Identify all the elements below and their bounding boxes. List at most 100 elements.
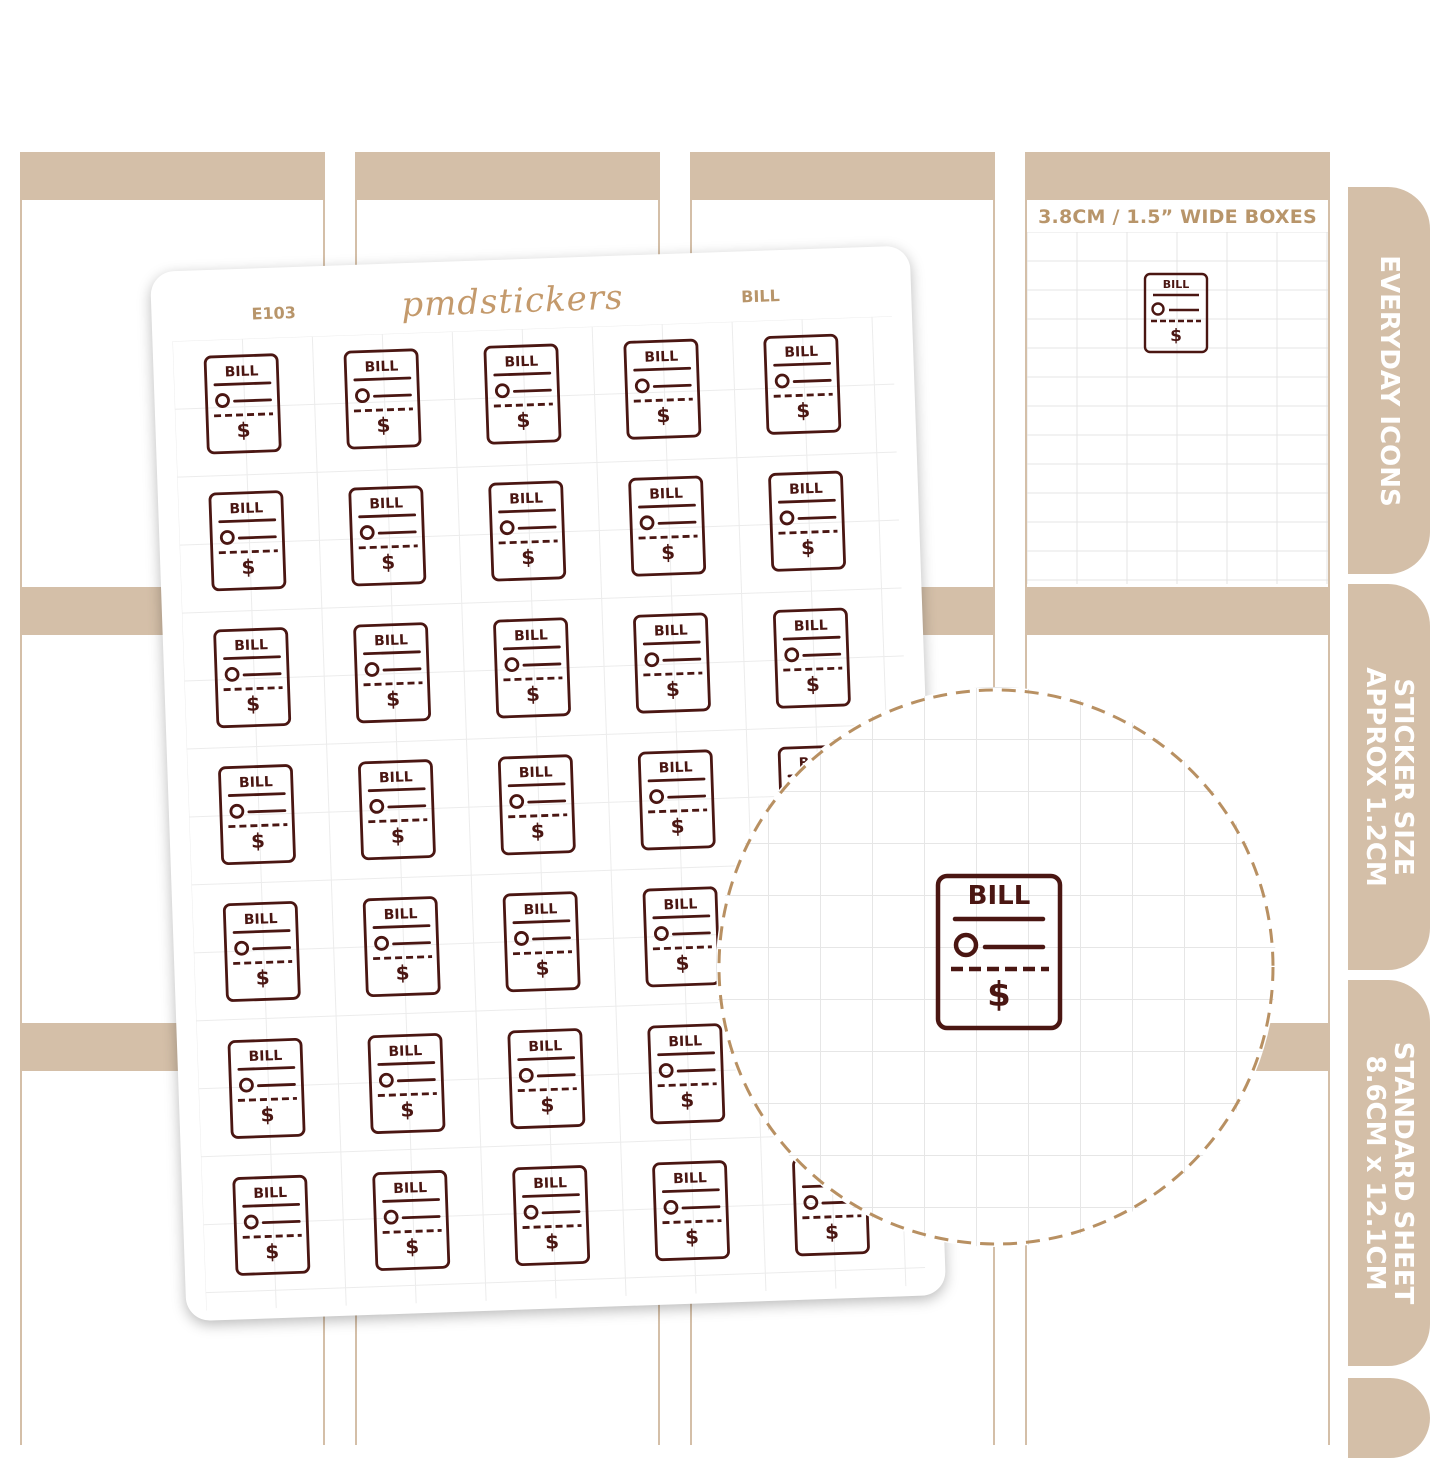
bill-sticker-symbol: $ bbox=[240, 554, 256, 579]
bill-sticker-symbol: $ bbox=[264, 1239, 280, 1264]
bill-sticker: BILL$ bbox=[367, 1032, 446, 1135]
bill-sticker: BILL$ bbox=[507, 1027, 586, 1130]
bill-document-icon bbox=[343, 348, 422, 450]
bill-sticker-label: BILL bbox=[648, 485, 684, 503]
bill-sticker-symbol: $ bbox=[520, 544, 536, 570]
bill-sticker: BILL$ bbox=[642, 886, 721, 989]
bill-sticker: BILL $ bbox=[343, 348, 422, 451]
bill-sticker: BILL$ bbox=[222, 900, 301, 1003]
bill-document-icon bbox=[213, 627, 292, 729]
bill-sticker-label: BILL bbox=[383, 906, 418, 924]
bill-document-icon bbox=[637, 749, 716, 851]
bill-sticker-symbol: $ bbox=[679, 1087, 695, 1112]
bill-sticker: BILL $ bbox=[357, 758, 436, 861]
bill-sticker: BILL $ bbox=[227, 1037, 306, 1140]
bill-sticker: BILL$ bbox=[627, 475, 707, 578]
bill-sticker: BILL$ bbox=[232, 1174, 311, 1277]
bill-sticker-symbol: $ bbox=[385, 686, 401, 712]
sheet-brand-logo: pmdstickers bbox=[400, 277, 625, 326]
bill-document-icon bbox=[348, 485, 427, 587]
bill-sticker: BILL $ bbox=[352, 621, 431, 724]
tab-standard-sheet: STANDARD SHEET 8.6CM x 12.1CM bbox=[1348, 980, 1430, 1366]
bill-sticker: BILL$ bbox=[372, 1169, 451, 1272]
bill-document-icon bbox=[358, 759, 436, 861]
bill-document-icon bbox=[507, 1028, 586, 1130]
bill-sticker: BILL$ bbox=[488, 480, 567, 583]
bill-sticker-symbol: $ bbox=[670, 813, 686, 839]
bill-document-icon bbox=[372, 1170, 451, 1271]
bill-sticker: BILL$ bbox=[767, 470, 846, 573]
bill-document-icon bbox=[493, 617, 571, 719]
tab-standard-sheet-line-2: 8.6CM x 12.1CM bbox=[1360, 1055, 1390, 1291]
bill-sticker-label: BILL bbox=[248, 1047, 283, 1066]
zoomed-bill-icon: BILL $ bbox=[935, 873, 1063, 1031]
bill-sticker-label: BILL bbox=[788, 480, 824, 498]
bill-sticker-symbol: $ bbox=[390, 823, 406, 848]
bill-document-icon bbox=[367, 1033, 446, 1134]
bill-document-icon bbox=[222, 901, 301, 1002]
bill-document-icon bbox=[208, 490, 287, 592]
bill-sticker-label: BILL bbox=[793, 617, 828, 635]
bill-sticker-label: BILL bbox=[378, 769, 413, 787]
bill-sticker: BILL$ bbox=[647, 1022, 726, 1125]
bill-sticker-label: BILL bbox=[233, 637, 269, 655]
tab-sticker-size-line-2: APPROX 1.2CM bbox=[1360, 667, 1390, 887]
column-header-band bbox=[355, 152, 660, 200]
bill-sticker-symbol: $ bbox=[530, 818, 546, 844]
bill-document-icon bbox=[353, 622, 431, 724]
boxes-caption: 3.8CM / 1.5” WIDE BOXES bbox=[1038, 206, 1317, 228]
bill-sticker-label: BILL bbox=[518, 764, 553, 782]
bill-document-icon bbox=[512, 1165, 591, 1266]
bill-sticker-label: BILL bbox=[392, 1179, 428, 1198]
bill-document-icon bbox=[203, 353, 282, 455]
bill-document-icon bbox=[763, 333, 842, 435]
bill-document-icon bbox=[362, 896, 441, 998]
bill-sticker-symbol: $ bbox=[380, 549, 396, 575]
column-header-band bbox=[1025, 152, 1330, 200]
bill-sticker: BILL$ bbox=[492, 617, 571, 720]
bill-sticker-label: BILL bbox=[224, 363, 259, 381]
column-divider-band bbox=[1025, 587, 1330, 635]
bill-sticker: BILL $ bbox=[208, 489, 287, 592]
bill-sticker-label: BILL bbox=[373, 632, 409, 650]
bill-sticker-symbol: $ bbox=[544, 1229, 560, 1254]
bill-document-icon bbox=[483, 343, 562, 445]
bill-sticker: BILL$ bbox=[632, 612, 711, 715]
bill-document-icon bbox=[497, 754, 576, 856]
sheet-name: BILL bbox=[740, 286, 781, 307]
tab-everyday-icons: EVERYDAY ICONS bbox=[1348, 187, 1430, 574]
bill-sticker: BILL$ bbox=[623, 338, 702, 441]
bill-sticker-label: BILL bbox=[658, 759, 693, 777]
bill-document-icon bbox=[488, 480, 567, 582]
bill-sticker-label: BILL bbox=[243, 910, 278, 929]
bill-sticker: BILL $ bbox=[497, 754, 576, 857]
bill-sticker: BILL $ bbox=[637, 749, 716, 852]
bill-sticker-symbol: $ bbox=[400, 1097, 415, 1122]
preview-bill-label: BILL bbox=[1162, 278, 1190, 291]
bill-sticker: BILL$ bbox=[511, 1164, 591, 1267]
bill-sticker-label: BILL bbox=[528, 1038, 563, 1056]
bill-sticker: BILL$ bbox=[763, 333, 842, 436]
bill-document-icon bbox=[628, 475, 707, 577]
bill-document-icon bbox=[227, 1038, 306, 1139]
bill-sticker-symbol: $ bbox=[824, 1219, 840, 1245]
bill-sticker-symbol: $ bbox=[260, 1102, 275, 1127]
zoomed-bill-symbol: $ bbox=[987, 975, 1011, 1015]
bill-sticker-symbol: $ bbox=[376, 412, 391, 438]
bill-sticker: BILL$ bbox=[651, 1159, 730, 1262]
preview-bill-icon: BILL $ bbox=[1143, 272, 1209, 354]
bill-document-icon bbox=[633, 612, 711, 714]
tab-sticker-size: STICKER SIZE APPROX 1.2CM bbox=[1348, 584, 1430, 970]
bill-sticker-label: BILL bbox=[369, 495, 404, 513]
bill-sticker-symbol: $ bbox=[516, 407, 531, 433]
bill-sticker-label: BILL bbox=[238, 774, 274, 792]
bill-sticker-label: BILL bbox=[364, 358, 399, 376]
bill-document-icon bbox=[218, 764, 296, 866]
bill-sticker-symbol: $ bbox=[250, 828, 266, 853]
bill-sticker-symbol: $ bbox=[655, 402, 671, 428]
tab-everyday-icons-line: EVERYDAY ICONS bbox=[1374, 254, 1404, 507]
bill-sticker-label: BILL bbox=[229, 500, 264, 518]
bill-sticker-symbol: $ bbox=[535, 955, 550, 980]
column-header-band bbox=[690, 152, 995, 200]
bill-sticker-symbol: $ bbox=[795, 398, 811, 423]
